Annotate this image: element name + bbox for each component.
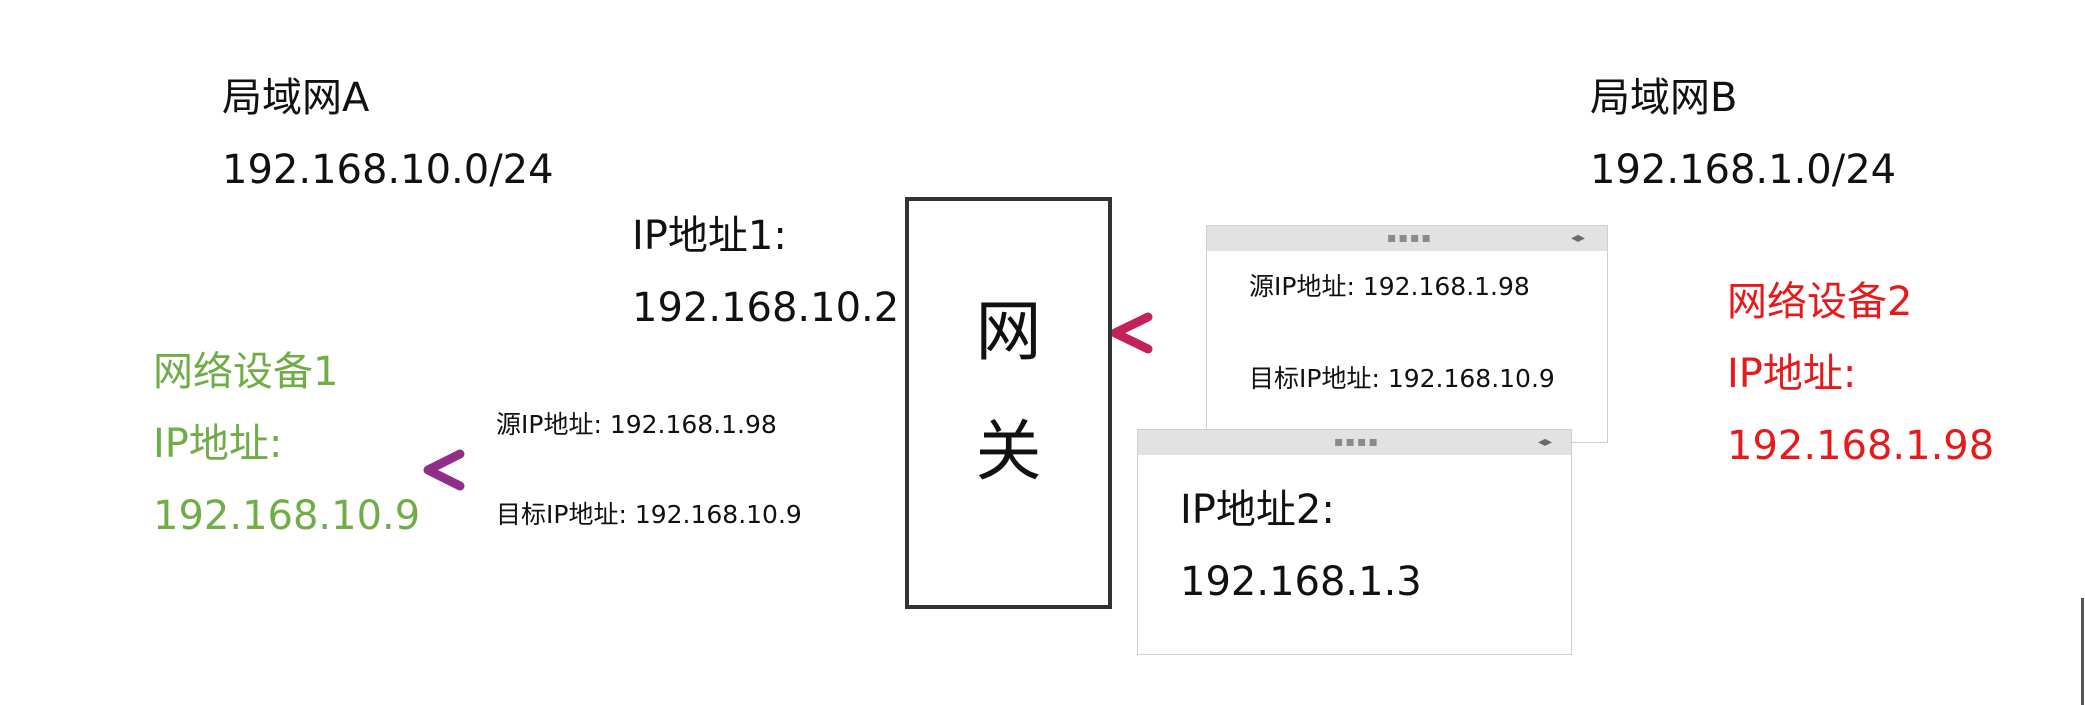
panel-title-bar[interactable]: ▪▪▪▪ ◂▸ (1138, 430, 1571, 455)
device1-ip-label: IP地址: (153, 421, 283, 467)
lan-a-name: 局域网A (222, 75, 370, 121)
drag-grip-icon[interactable]: ▪▪▪▪ (1334, 434, 1380, 450)
device1-ip-value: 192.168.10.9 (153, 493, 421, 539)
lan-b-name: 局域网B (1590, 75, 1738, 121)
packet-in-panel[interactable]: ▪▪▪▪ ◂▸ 源IP地址: 192.168.1.98 目标IP地址: 192.… (1206, 225, 1608, 443)
gateway-char-2: 关 (975, 413, 1042, 490)
arrow-gateway-to-device1 (422, 449, 912, 491)
panel-title-bar[interactable]: ▪▪▪▪ ◂▸ (1207, 226, 1607, 251)
drag-grip-icon[interactable]: ▪▪▪▪ (1387, 230, 1433, 246)
scrollbar[interactable] (2081, 598, 2084, 705)
device2-ip-value: 192.168.1.98 (1727, 423, 1995, 469)
gateway-ip2-value: 192.168.1.3 (1180, 559, 1422, 605)
lan-b-subnet: 192.168.1.0/24 (1590, 147, 1897, 193)
packet-in-dst: 目标IP地址: 192.168.10.9 (1249, 364, 1555, 393)
gateway-char-1: 网 (975, 293, 1042, 370)
resize-arrows-icon[interactable]: ◂▸ (1538, 434, 1553, 450)
gateway-ip1-label: IP地址1: (632, 213, 787, 259)
gateway-ip1-value: 192.168.10.2 (632, 285, 900, 331)
packet-in-src: 源IP地址: 192.168.1.98 (1249, 272, 1530, 301)
packet-out-dst: 目标IP地址: 192.168.10.9 (496, 500, 802, 529)
device2-ip-label: IP地址: (1727, 351, 1857, 397)
packet-out-src: 源IP地址: 192.168.1.98 (496, 410, 777, 439)
device2-name: 网络设备2 (1727, 279, 1913, 325)
device1-name: 网络设备1 (153, 349, 339, 395)
resize-arrows-icon[interactable]: ◂▸ (1571, 230, 1586, 246)
lan-a-subnet: 192.168.10.0/24 (222, 147, 554, 193)
gateway-ip2-panel[interactable]: ▪▪▪▪ ◂▸ IP地址2: 192.168.1.3 (1137, 429, 1572, 655)
gateway-ip2-label: IP地址2: (1180, 487, 1335, 533)
gateway-box: 网 关 (905, 197, 1112, 609)
